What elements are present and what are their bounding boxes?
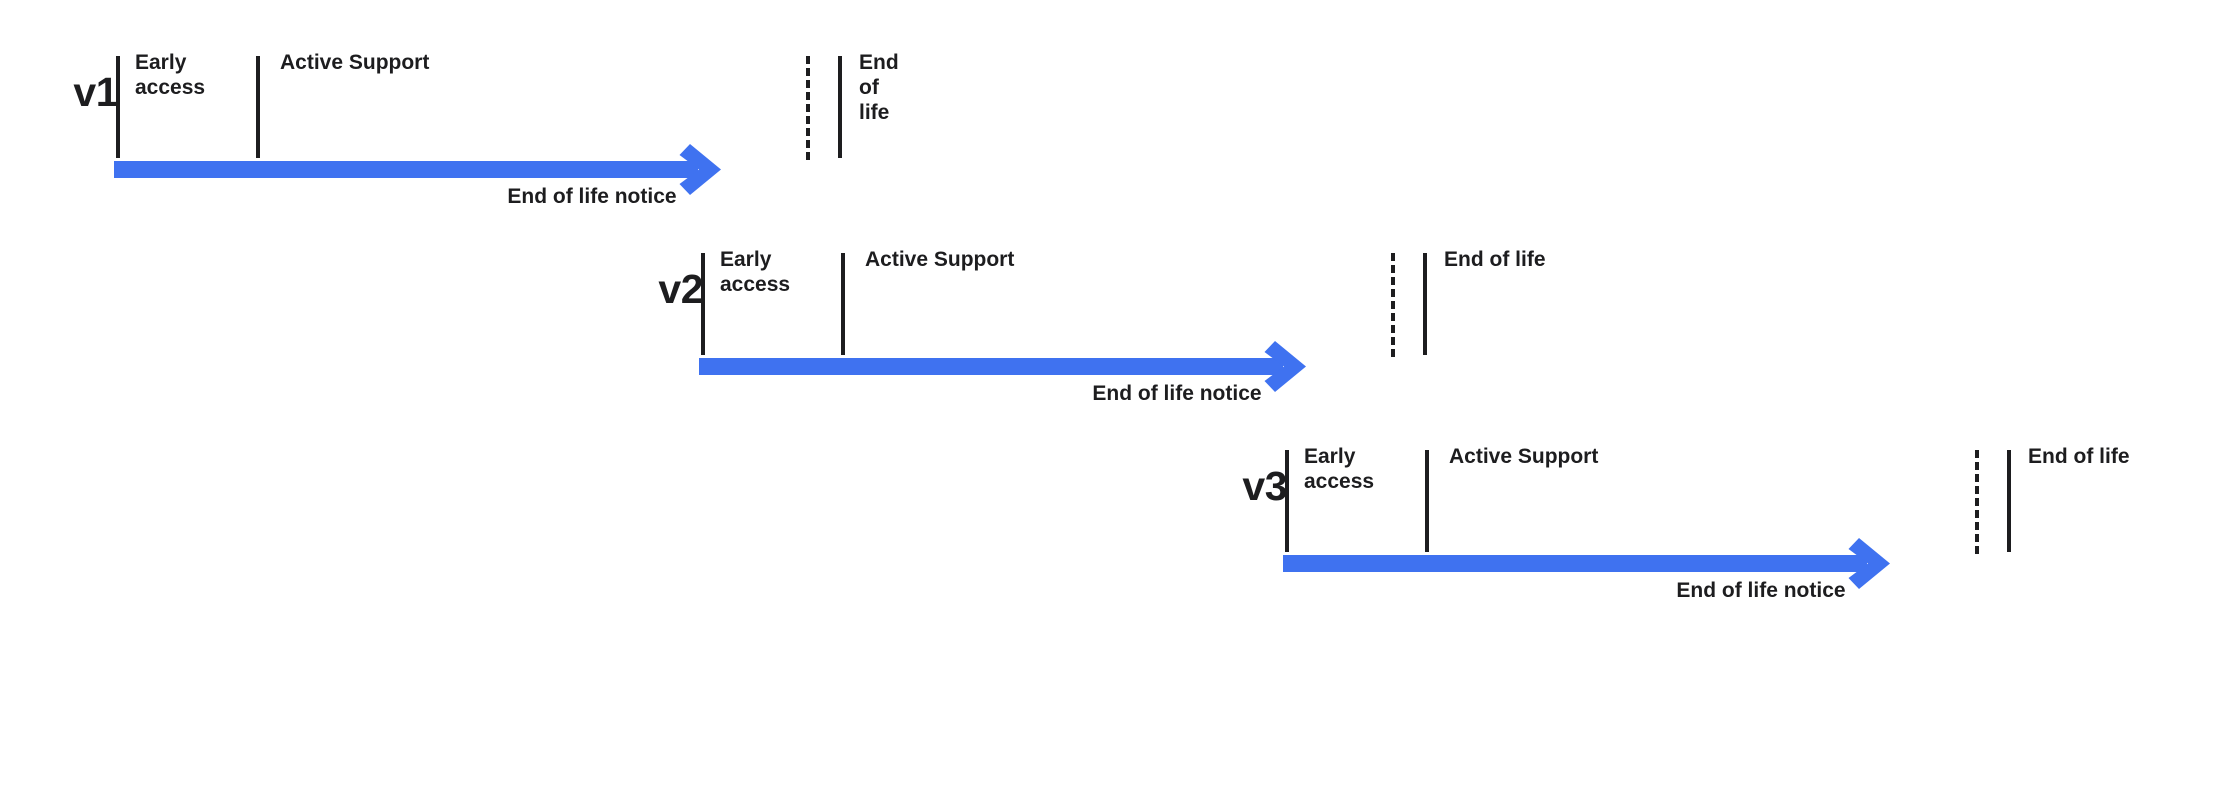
version-label-v3: v3 [1242,463,1287,509]
timeline-shaft-v3 [1283,555,1867,572]
tick-early-access-end-v1 [256,56,260,158]
timeline-arrow-head-v2 [1261,338,1319,396]
eol-notice-label-v1: End of life notice [507,185,677,208]
phase-label-end-of-life-v2: End of life [1444,248,1546,271]
phase-label-early-access-v3: Early access [1304,445,1375,493]
timeline-arrow-head-v1 [676,141,734,199]
version-label-v2: v2 [658,266,703,312]
timeline-arrow-head-v3 [1845,535,1903,593]
tick-start-v3 [1285,450,1289,552]
timeline-row-v3: v3 Early access Active Support End of li… [1201,424,2201,624]
phase-label-active-support-v3: Active Support [1449,445,1599,468]
timeline-shaft-v1 [114,161,698,178]
phase-label-active-support-v2: Active Support [865,248,1015,271]
timeline-shaft-v2 [699,358,1283,375]
tick-early-access-end-v3 [1425,450,1429,552]
version-label-v1: v1 [73,69,118,115]
tick-start-v1 [116,56,120,158]
phase-label-early-access-v2: Early access [720,248,791,296]
tick-early-access-end-v2 [841,253,845,355]
phase-label-end-of-life-v1: End of life [859,51,899,124]
tick-end-of-life-v1 [838,56,842,158]
eol-notice-label-v3: End of life notice [1676,579,1846,602]
tick-end-of-life-v2 [1423,253,1427,355]
timeline-row-v2: v2 Early access Active Support End of li… [617,227,1617,427]
tick-eol-notice-v2 [1391,253,1395,357]
phase-label-active-support-v1: Active Support [280,51,430,74]
tick-end-of-life-v3 [2007,450,2011,552]
phase-label-early-access-v1: Early access [135,51,206,99]
timeline-row-v1: v1 Early access Active Support End of li… [32,30,898,230]
phase-label-end-of-life-v3: End of life [2028,445,2130,468]
tick-eol-notice-v1 [806,56,810,160]
eol-notice-label-v2: End of life notice [1092,382,1262,405]
tick-start-v2 [701,253,705,355]
tick-eol-notice-v3 [1975,450,1979,554]
